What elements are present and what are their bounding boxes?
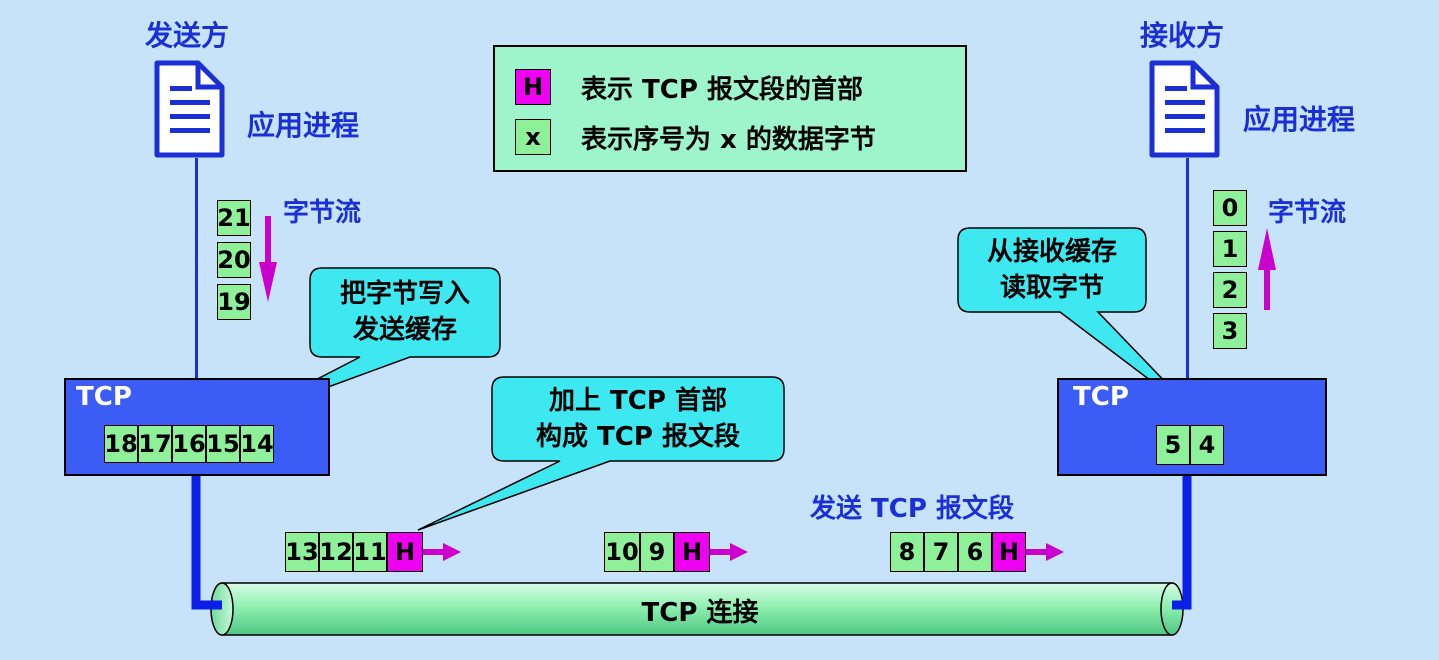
- legend-byte-symbol: x: [515, 119, 551, 155]
- callout-write-text: 把字节写入 发送缓存: [339, 279, 470, 345]
- send-buffer-byte: 15: [206, 425, 240, 463]
- segment-arrow-icon: [423, 543, 461, 561]
- up-arrow-icon: [1258, 228, 1276, 310]
- legend-box: H 表示 TCP 报文段的首部 x 表示序号为 x 的数据字节: [493, 45, 967, 172]
- receiver-link: [1172, 476, 1192, 610]
- legend-byte-text: 表示序号为 x 的数据字节: [581, 125, 876, 155]
- legend-header-text: 表示 TCP 报文段的首部: [581, 75, 863, 105]
- segment-byte: 6: [958, 532, 992, 572]
- segment-byte: 13: [285, 532, 319, 572]
- receiver-stream-byte: 1: [1213, 231, 1247, 267]
- receiver-tcp-label: TCP: [1073, 382, 1129, 412]
- down-arrow-icon: [259, 216, 277, 302]
- sender-title: 发送方: [145, 19, 230, 52]
- receiver-stream-byte: 0: [1213, 190, 1247, 226]
- send-buffer-byte: 18: [104, 425, 138, 463]
- segment-byte: 7: [924, 532, 958, 572]
- sender-stream-byte: 21: [217, 200, 251, 236]
- sender-process-line: [195, 158, 198, 378]
- segment-arrow-icon: [1026, 543, 1064, 561]
- send-buffer-byte: 16: [172, 425, 206, 463]
- receiver-process-line: [1186, 158, 1189, 378]
- callout-header-bubble: [417, 376, 785, 531]
- receiver-process-label: 应用进程: [1243, 103, 1356, 136]
- receiver-stream-byte: 3: [1213, 313, 1247, 349]
- segment-byte: 11: [353, 532, 387, 572]
- receiver-stream-byte: 2: [1213, 272, 1247, 308]
- sender-process-label: 应用进程: [247, 109, 360, 142]
- sender-document-icon: [154, 60, 225, 158]
- tcp-connection-pipe: [210, 582, 1184, 636]
- receiver-title: 接收方: [1140, 19, 1225, 52]
- callout-read-bubble: [957, 227, 1201, 419]
- sender-stream-byte: 20: [217, 242, 251, 278]
- receiver-stream-label: 字节流: [1268, 198, 1347, 228]
- sender-stream-byte: 19: [217, 284, 251, 320]
- segment-header: H: [992, 532, 1026, 572]
- callout-header-text: 加上 TCP 首部 构成 TCP 报文段: [536, 386, 740, 452]
- segment-byte: 10: [604, 532, 640, 572]
- sender-link: [191, 476, 222, 610]
- send-segment-label: 发送 TCP 报文段: [810, 494, 1014, 524]
- segment-header: H: [674, 532, 710, 572]
- segment-byte: 9: [640, 532, 674, 572]
- segment-byte: 12: [319, 532, 353, 572]
- send-buffer-byte: 14: [240, 425, 274, 463]
- segment-arrow-icon: [710, 543, 748, 561]
- receiver-document-icon: [1149, 60, 1220, 158]
- send-buffer-byte: 17: [138, 425, 172, 463]
- segment-byte: 8: [890, 532, 924, 572]
- tcp-connection-label: TCP 连接: [641, 598, 759, 628]
- legend-header-symbol: H: [515, 69, 551, 105]
- receive-buffer-byte: 4: [1190, 425, 1224, 465]
- segment-header: H: [387, 532, 423, 572]
- sender-stream-label: 字节流: [283, 198, 362, 228]
- callout-read-text: 从接收缓存 读取字节: [986, 237, 1117, 303]
- receive-buffer-byte: 5: [1156, 425, 1190, 465]
- sender-tcp-label: TCP: [76, 382, 132, 412]
